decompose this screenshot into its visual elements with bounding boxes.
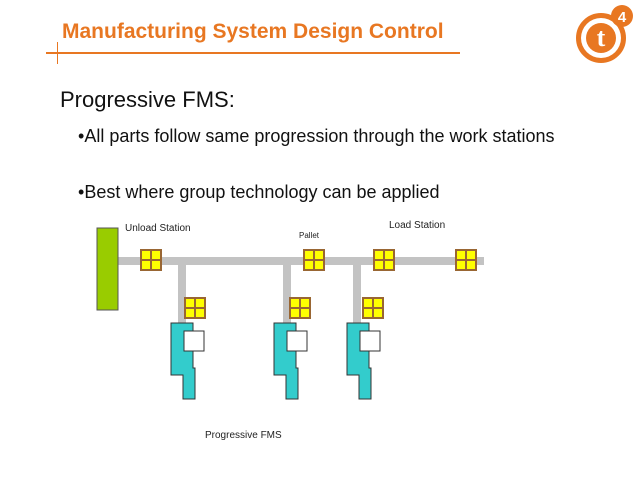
pallet-icon (362, 297, 384, 319)
slide-heading: Progressive FMS: (60, 87, 235, 112)
pallet-icon (373, 249, 395, 271)
unload-station-label: Unload Station (125, 223, 191, 234)
branch-track-3 (353, 265, 361, 333)
t4-logo-icon: t 4 (572, 5, 633, 67)
logo-superscript: 4 (618, 9, 627, 26)
main-conveyor-track (118, 257, 484, 265)
bullet-item: •All parts follow same progression throu… (78, 126, 555, 146)
unload-station-block (96, 227, 119, 311)
machine-workstation-1 (170, 322, 205, 400)
slide-title: Manufacturing System Design Control (62, 20, 444, 43)
logo-letter: t (597, 23, 606, 52)
diagram-caption: Progressive FMS (205, 430, 282, 441)
pallet-icon (140, 249, 162, 271)
bullet-text: Best where group technology can be appli… (84, 182, 440, 202)
machine-workstation-2 (273, 322, 308, 400)
bullet-item: •Best where group technology can be appl… (78, 182, 440, 202)
bullet-text: All parts follow same progression throug… (84, 126, 555, 146)
branch-track-1 (178, 265, 186, 333)
title-underline (46, 52, 460, 54)
pallet-label: Pallet (299, 231, 320, 240)
machine-workstation-3 (346, 322, 381, 400)
pallet-icon (184, 297, 206, 319)
pallet-icon (289, 297, 311, 319)
branch-track-2 (283, 265, 291, 333)
pallet-icon (303, 249, 325, 271)
title-cross-mark (57, 42, 58, 64)
pallet-icon (455, 249, 477, 271)
load-station-label: Load Station (389, 220, 446, 231)
